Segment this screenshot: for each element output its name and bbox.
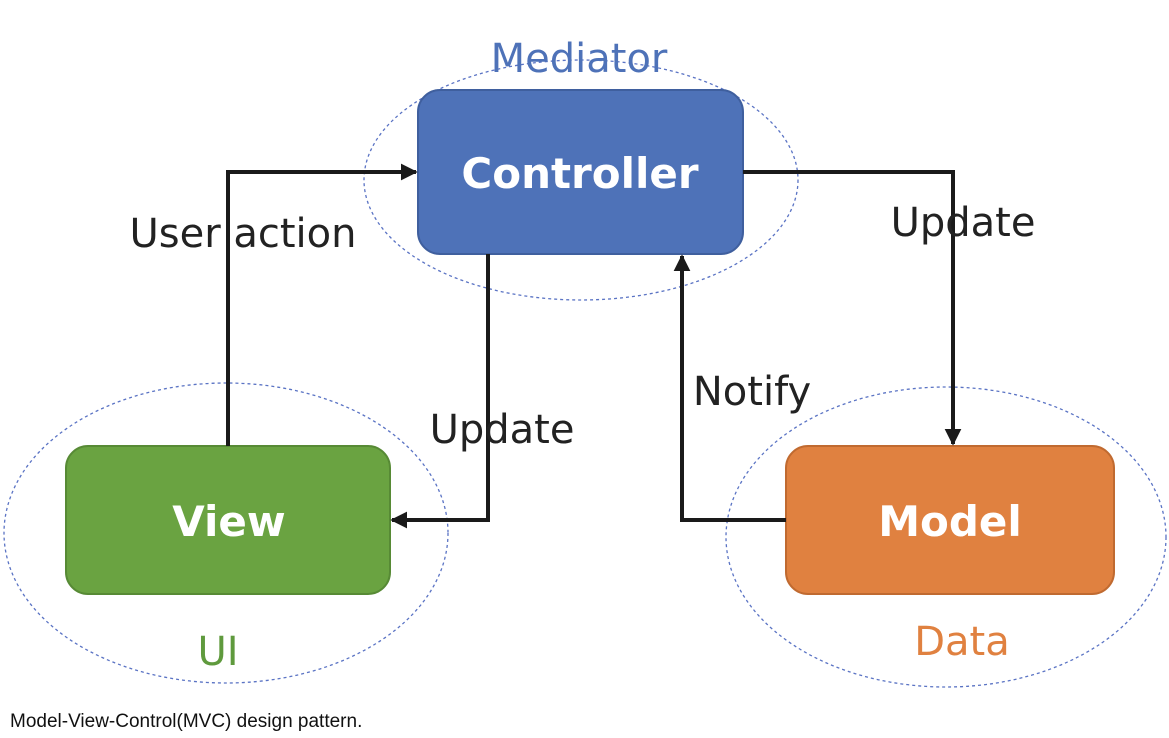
notify-label: Notify [693,369,811,415]
user-action-label: User action [129,211,356,257]
model-label: Model [878,497,1022,546]
update-model-label: Update [891,200,1036,246]
controller-to-view-arrow [390,254,490,529]
view-label: View [172,497,285,546]
mediator-region-outline [363,59,799,301]
controller-to-model-arrow [743,170,962,446]
ui-label: UI [197,629,238,675]
update-view-label: Update [430,407,575,453]
data-label: Data [914,619,1010,665]
mvc-diagram: Mediator UI Data Controller View Model U… [3,36,1167,688]
data-region-outline [725,386,1167,688]
controller-label: Controller [461,149,699,198]
user-action-arrow [226,163,418,446]
figure-caption: Model-View-Control(MVC) design pattern. [10,711,363,732]
notify-arrow [673,254,786,522]
mediator-label: Mediator [491,36,668,82]
